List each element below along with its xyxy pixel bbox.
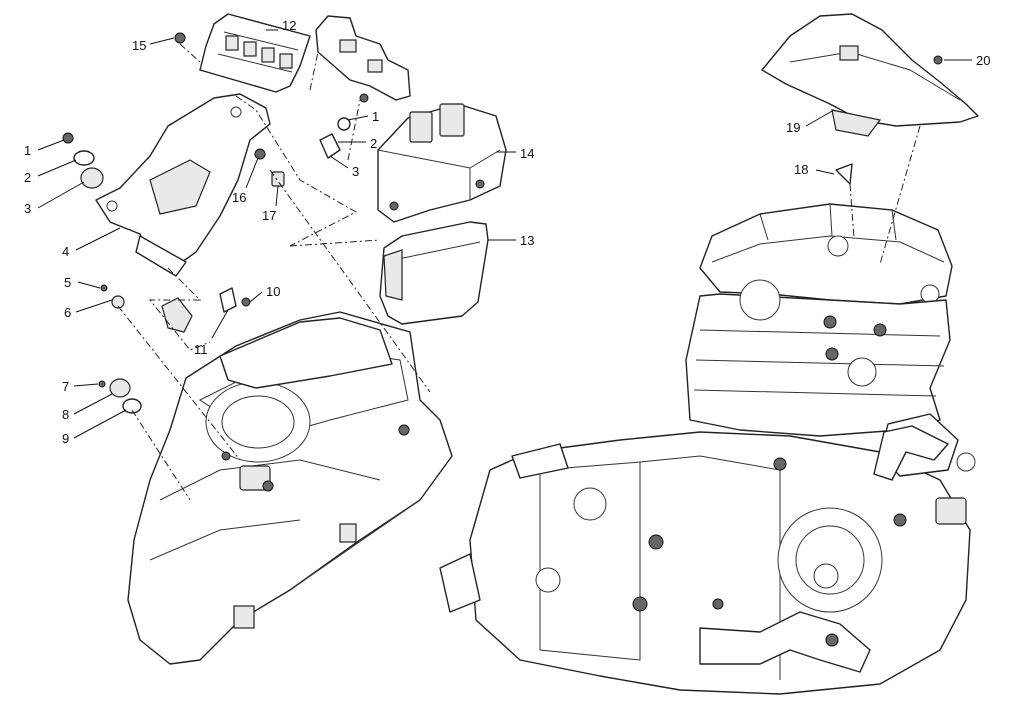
callout-20: 20 [976, 53, 990, 68]
lower-cover-tray [127, 311, 453, 665]
callout-5: 5 [64, 275, 71, 290]
callout-labels: 1 2 3 4 5 6 7 8 9 10 11 12 13 14 15 16 1… [24, 18, 990, 446]
callout-4: 4 [62, 244, 69, 259]
ecu-14 [377, 103, 507, 223]
callout-12: 12 [282, 18, 296, 33]
callout-7: 7 [62, 379, 69, 394]
callout-13: 13 [520, 233, 534, 248]
assembly-lines [117, 43, 921, 501]
head-cover-19 [761, 13, 979, 137]
callout-14: 14 [520, 146, 534, 161]
callout-2: 2 [24, 170, 31, 185]
connector-block [315, 15, 411, 101]
callout-18: 18 [794, 162, 808, 177]
leader-lines [37, 29, 972, 439]
callout-16: 16 [232, 190, 246, 205]
ecu-housing-13 [379, 221, 489, 325]
callout-1: 1 [24, 143, 31, 158]
callout-9: 9 [62, 431, 69, 446]
callout-6: 6 [64, 305, 71, 320]
callout-19: 19 [786, 120, 800, 135]
callout-8: 8 [62, 407, 69, 422]
callout-10: 10 [266, 284, 280, 299]
callout-1-upper: 1 [372, 109, 379, 124]
connector-cover-12 [199, 13, 311, 93]
callout-15: 15 [132, 38, 146, 53]
ecu-bracket [95, 93, 271, 277]
callout-2-upper: 2 [370, 136, 377, 151]
engine-assembly [439, 203, 976, 695]
callout-11: 11 [194, 342, 208, 357]
callout-17: 17 [262, 208, 276, 223]
fasteners [62, 32, 943, 414]
callout-3-upper: 3 [352, 164, 359, 179]
callout-3: 3 [24, 201, 31, 216]
